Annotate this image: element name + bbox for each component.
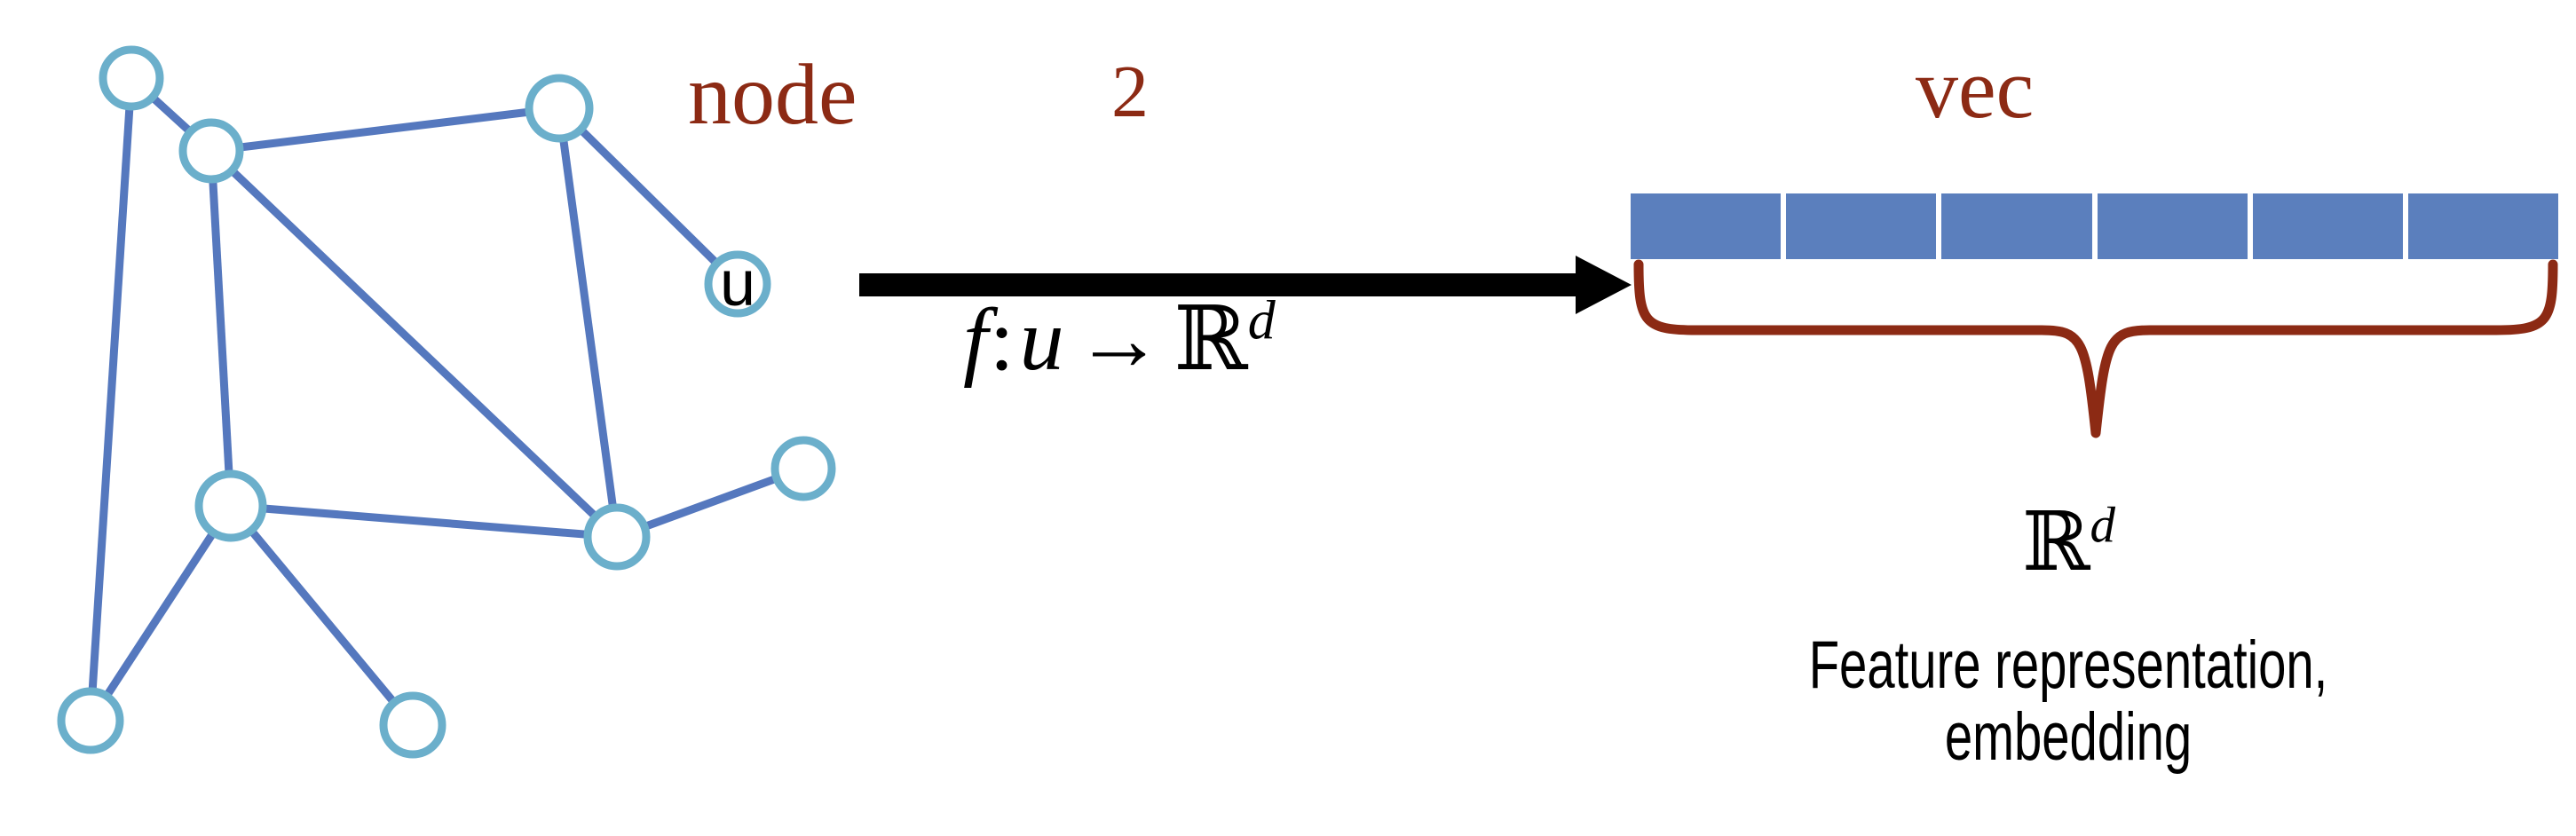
formula-function-symbol: f [963,290,988,389]
vector-cell[interactable] [2252,193,2403,259]
graph-panel: u [0,0,870,836]
dimension-base-symbol: ℝ [2022,494,2090,589]
brace-path [1633,259,2558,438]
graph-node[interactable] [178,118,244,184]
edge-n5-n9 [227,503,416,728]
vector-cell[interactable] [1786,193,1937,259]
edge-n2-n3 [210,104,560,155]
vector-cell[interactable] [1941,193,2092,259]
mapping-formula: f:u→ℝd [963,294,1276,384]
graph-node[interactable] [525,74,594,143]
edge-n5-n6 [230,501,618,541]
mapping-arrow-icon [859,256,1632,314]
dimension-brace-icon [1633,259,2558,438]
vector-cell[interactable] [2097,193,2248,259]
edge-n3-n6 [555,107,621,538]
graph-node[interactable] [583,503,651,571]
edge-n2-n5 [207,150,235,507]
graph-node-u-label: u [720,248,755,319]
vector-cell[interactable] [1631,193,1782,259]
formula-colon: : [989,290,1015,389]
two-digit-label: 2 [1111,51,1149,133]
formula-codomain-exponent: d [1247,290,1276,351]
graph-node-u[interactable] [704,250,771,318]
vec-word-label: vec [1916,41,2035,136]
graph-node[interactable] [99,45,164,111]
graph-node[interactable] [770,436,836,501]
vector-cell[interactable] [2407,193,2559,259]
edge-n5-n8 [87,503,234,723]
graph-node[interactable] [57,687,124,754]
edge-n2-n6 [208,147,620,540]
graph-svg: u [57,45,836,759]
graph-node[interactable] [194,469,267,542]
caption-line-1: Feature representation, [1808,627,2328,703]
edge-n3-nu [556,105,741,288]
arrow-shape [859,256,1632,314]
formula-argument-symbol: u [1019,290,1064,389]
edge-n1-n8 [86,77,136,722]
graph-node[interactable] [379,691,446,759]
caption-line-2: embedding [1944,698,2193,775]
dimension-label: ℝd [2022,500,2115,583]
embedding-vector [1631,193,2559,259]
formula-arrow-glyph: → [1074,290,1164,389]
dimension-exponent: d [2090,497,2115,554]
graph-nodes [57,45,836,759]
node-word-label: node [688,47,857,143]
formula-codomain-symbol: ℝ [1173,287,1248,390]
caption-block: Feature representation, embedding [1694,627,2443,775]
